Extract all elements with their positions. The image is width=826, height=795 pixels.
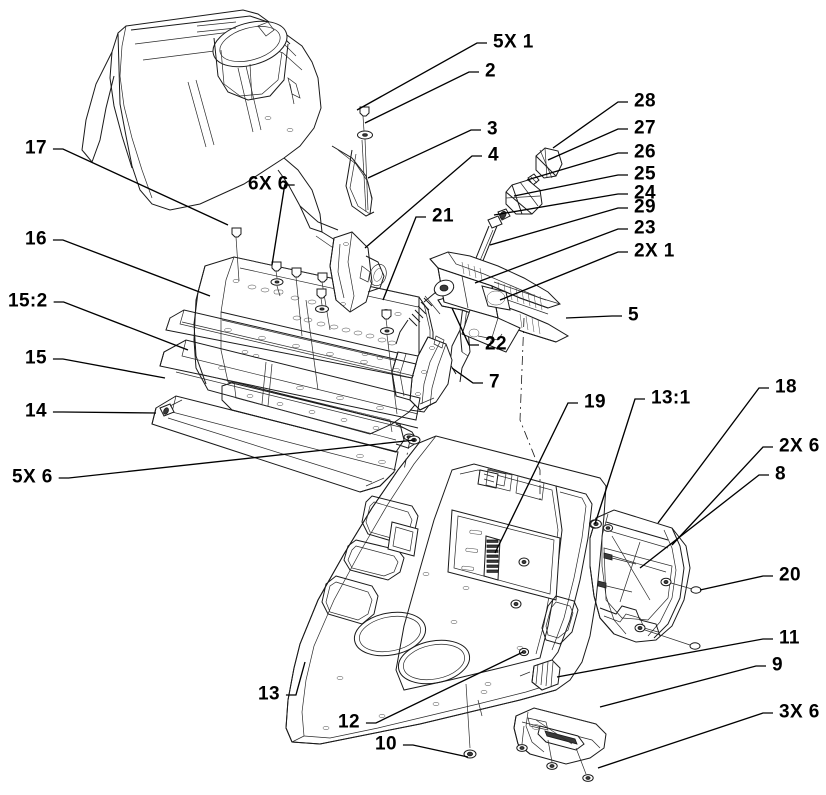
part-pedal-pad [513,707,607,782]
part-shift-lever-knob [449,147,563,383]
leader-line-2 [364,71,479,124]
callout-label-21[interactable]: 21 [432,205,454,227]
leader-line-2x-1 [499,251,628,301]
leader-line-4 [364,155,482,249]
leader-line-5 [565,315,622,319]
callout-label-15[interactable]: 15 [25,347,47,369]
callout-label-9[interactable]: 9 [772,654,783,676]
leader-line-13 [285,661,306,696]
callout-label-8[interactable]: 8 [775,463,786,485]
leader-line-17 [52,148,229,226]
leader-line-22 [451,307,479,346]
leader-line-13-1 [594,398,645,525]
leader-line-15-2 [53,301,189,351]
callout-label-16[interactable]: 16 [25,228,47,250]
callout-label-3x-6[interactable]: 3X 6 [779,701,820,723]
leader-line-12 [365,651,524,724]
callout-label-28[interactable]: 28 [634,90,656,112]
leader-line-29 [489,207,628,246]
fasteners-dash [231,227,331,337]
callout-label-3[interactable]: 3 [487,118,498,140]
callout-label-13[interactable]: 13 [258,683,280,705]
part-armrest-tray [589,509,702,650]
callout-label-18[interactable]: 18 [775,376,797,398]
leader-line-10 [402,744,469,758]
leader-line-19 [494,402,578,554]
callout-label-6x-6[interactable]: 6X 6 [248,173,289,195]
leader-line-3x-6 [597,712,773,769]
callout-label-2[interactable]: 2 [485,60,496,82]
leader-line-6x-6 [271,184,295,266]
leader-line-20 [699,575,773,591]
part-clip [519,659,561,691]
callout-label-22[interactable]: 22 [485,333,507,355]
leader-line-16 [52,239,211,297]
leader-line-5x-6 [58,439,416,479]
leader-line-3 [367,129,481,179]
leader-line-27 [547,128,628,161]
part-deflector-strip [151,309,421,493]
callout-label-14[interactable]: 14 [25,400,47,422]
callout-label-29[interactable]: 29 [634,196,656,218]
callout-label-13-1[interactable]: 13:1 [651,387,691,409]
callout-label-10[interactable]: 10 [375,733,397,755]
callout-label-24[interactable]: 24 [634,182,656,204]
callout-label-5[interactable]: 5 [628,304,639,326]
part-bracket-upper [305,231,398,415]
leader-line-25 [513,174,628,197]
callout-label-15-2[interactable]: 15:2 [8,290,48,312]
callout-label-17[interactable]: 17 [25,137,47,159]
callout-label-5x-6[interactable]: 5X 6 [12,466,53,488]
fastener-bolt-washer-top [345,106,375,217]
leader-line-15 [52,358,166,379]
part-floor-pan-console [285,317,607,759]
callout-label-12[interactable]: 12 [338,711,360,733]
leader-line-2x-6 [671,446,773,546]
leader-line-24 [493,193,628,216]
leader-line-26 [526,152,628,181]
part-grip-bracket [391,335,453,411]
leader-line-11 [556,638,773,678]
leader-line-7 [451,367,483,384]
callout-label-27[interactable]: 27 [634,117,656,139]
part-chute-hopper-housing [81,9,373,267]
callout-label-4[interactable]: 4 [488,144,499,166]
leader-line-8 [639,474,769,569]
part-control-plate [395,251,570,353]
leader-line-21 [382,216,426,301]
screws-tray [597,552,637,593]
callout-label-25[interactable]: 25 [634,163,656,185]
callout-label-26[interactable]: 26 [634,141,656,163]
callout-label-20[interactable]: 20 [779,564,801,586]
callout-label-2x-6[interactable]: 2X 6 [779,435,820,457]
callout-label-19[interactable]: 19 [584,391,606,413]
callout-label-5x-1[interactable]: 5X 1 [493,31,534,53]
leader-line-18 [657,387,769,524]
callout-label-2x-1[interactable]: 2X 1 [634,240,675,262]
callout-label-7[interactable]: 7 [489,371,500,393]
leader-line-5x-1 [356,42,487,111]
leader-line-28 [552,101,628,149]
leader-line-23 [474,228,628,284]
callout-label-11[interactable]: 11 [779,627,800,649]
leader-line-9 [599,665,766,708]
callout-label-23[interactable]: 23 [634,217,656,239]
leader-line-14 [52,411,157,414]
